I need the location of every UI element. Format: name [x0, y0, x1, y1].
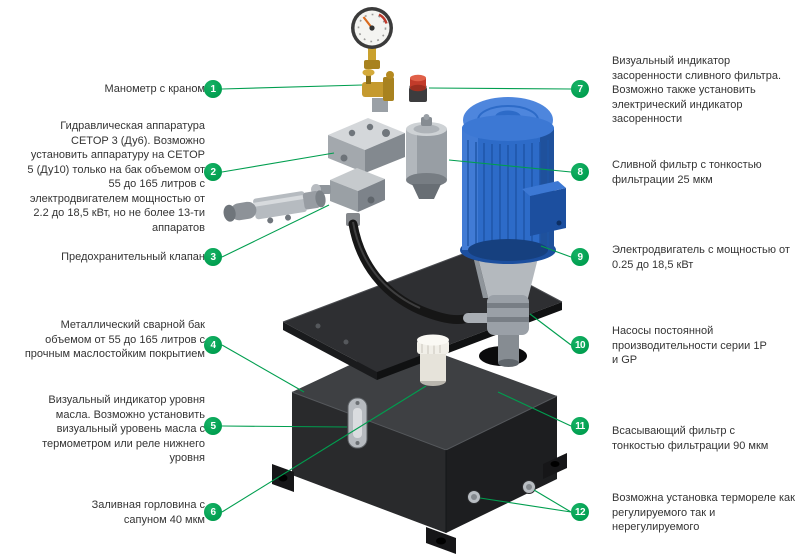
safety-valve-illustration — [311, 168, 385, 212]
callout-badge-7: 7 — [571, 80, 589, 98]
pressure-gauge-illustration — [351, 7, 393, 69]
callout-badge-4: 4 — [204, 336, 222, 354]
callout-label-3: Предохранительный клапан — [61, 251, 205, 263]
callout-badge-3: 3 — [204, 248, 222, 266]
motor-terminal-box-illustration — [522, 181, 566, 236]
thermo-plug-illustration — [467, 490, 481, 504]
callout-badge-2: 2 — [204, 163, 222, 181]
leader-line-3 — [221, 204, 330, 258]
callout-label-11: Всасывающий фильтр с тонкостью фильтраци… — [612, 425, 769, 452]
leader-line-5 — [221, 425, 348, 428]
callout-label-4: Металлический сварной бак объемом от 55 … — [24, 319, 205, 361]
leader-line-12a — [533, 489, 572, 513]
leader-line-1 — [221, 84, 363, 90]
leader-line-8 — [448, 159, 572, 173]
callout-badge-10: 10 — [571, 336, 589, 354]
tank-foot-illustration — [543, 453, 567, 479]
electric-motor-illustration — [460, 97, 566, 264]
callout-label-8: Сливной фильтр с тонкостью фильтрации 25… — [612, 159, 762, 186]
tank-foot-illustration — [426, 527, 456, 554]
callout-badge-12: 12 — [571, 503, 589, 521]
leader-line-12b — [479, 497, 572, 513]
callout-badge-11: 11 — [571, 417, 589, 435]
callout-badge-1: 1 — [204, 80, 222, 98]
tank-foot-illustration — [272, 464, 294, 492]
leader-line-7 — [428, 87, 572, 90]
callout-label-1: Манометр с краном — [104, 83, 205, 95]
clogging-indicator-illustration — [409, 74, 427, 102]
return-filter-illustration — [406, 114, 447, 199]
manifold-illustration — [328, 118, 405, 173]
thermo-plug-illustration — [522, 480, 536, 494]
oil-level-indicator-illustration — [347, 397, 368, 449]
callout-label-6: Заливная горловина с сапуном 40 мкм — [91, 499, 205, 526]
leader-line-4 — [221, 344, 305, 393]
filler-breather-illustration — [417, 334, 449, 386]
callout-label-9: Электродвигатель с мощностью от 0.25 до … — [612, 244, 790, 271]
callout-badge-5: 5 — [204, 417, 222, 435]
hydraulic-hose-illustration — [346, 213, 475, 325]
callout-badge-9: 9 — [571, 248, 589, 266]
leader-line-2 — [221, 152, 335, 173]
tank-illustration — [272, 340, 567, 554]
gauge-valve-illustration — [362, 69, 394, 112]
leader-line-9 — [540, 245, 572, 258]
leader-line-6 — [221, 385, 427, 513]
leader-lines — [221, 84, 572, 513]
callout-badge-8: 8 — [571, 163, 589, 181]
callout-label-2: Гидравлическая аппаратура CETOP 3 (Ду6).… — [27, 120, 205, 234]
leader-line-10 — [529, 313, 572, 346]
callout-label-12: Возможна установка термореле как регулир… — [612, 492, 795, 534]
callout-badge-6: 6 — [204, 503, 222, 521]
callout-label-5: Визуальный индикатор уровня масла. Возмо… — [42, 394, 205, 465]
directional-valve-illustration — [223, 190, 326, 224]
callout-label-7: Визуальный индикатор засоренности сливно… — [612, 55, 782, 126]
leader-line-11 — [497, 391, 572, 427]
callout-label-10: Насосы постоянной производительности сер… — [612, 325, 767, 367]
